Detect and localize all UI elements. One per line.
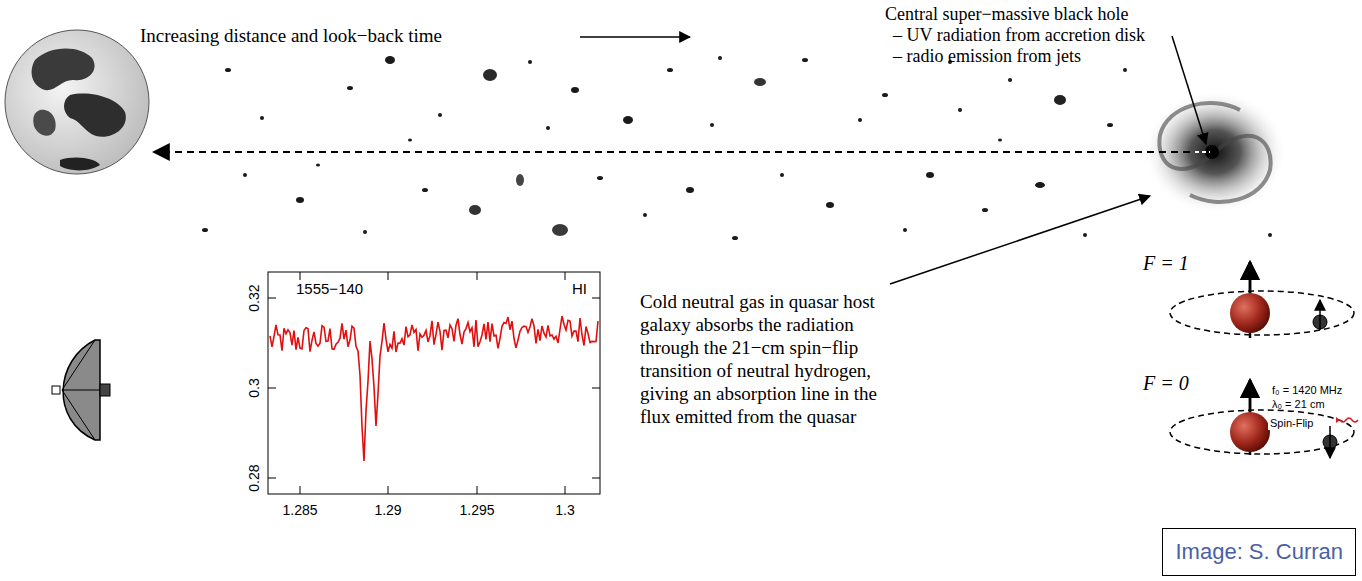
axis-tick: 0.3 xyxy=(246,378,262,397)
axis-tick: 1.295 xyxy=(459,502,494,518)
state-label: F = 0 xyxy=(1143,372,1189,395)
source-name: 1555−140 xyxy=(296,280,363,297)
deep-field xyxy=(202,56,1272,240)
leader-arrow xyxy=(1172,36,1206,144)
axis-tick: 1.3 xyxy=(555,502,574,518)
axis-tick: 1.285 xyxy=(282,502,317,518)
transition-label: Spin-Flip xyxy=(1268,417,1315,430)
radio-telescope xyxy=(52,340,110,440)
axis-tick: 1.29 xyxy=(374,502,401,518)
leader-arrow xyxy=(890,196,1150,284)
spectrum-plot xyxy=(268,272,600,494)
direction-note: Increasing distance and look−back time xyxy=(140,25,442,47)
line-of-sight xyxy=(168,151,1190,153)
hyperfine-figure xyxy=(1170,262,1358,458)
credit-box: Image: S. Curran xyxy=(1162,528,1356,576)
state-label: F = 1 xyxy=(1143,252,1189,275)
explanation-text: Cold neutral gas in quasar host galaxy a… xyxy=(640,290,908,428)
frequency-label: f₀ = 1420 MHz xyxy=(1272,384,1342,397)
species-label: HI xyxy=(572,280,587,297)
callout-text: – radio emission from jets xyxy=(893,46,1081,67)
distance-arrow xyxy=(580,36,690,38)
credit-text: Image: S. Curran xyxy=(1175,539,1343,565)
callout-text: – UV radiation from accretion disk xyxy=(893,25,1145,46)
axis-tick: 0.28 xyxy=(246,464,262,491)
wavelength-label: λ₀ = 21 cm xyxy=(1272,398,1325,411)
earth-globe xyxy=(5,30,149,174)
axis-tick: 0.32 xyxy=(246,284,262,311)
callout-text: Central super−massive black hole xyxy=(885,4,1129,25)
